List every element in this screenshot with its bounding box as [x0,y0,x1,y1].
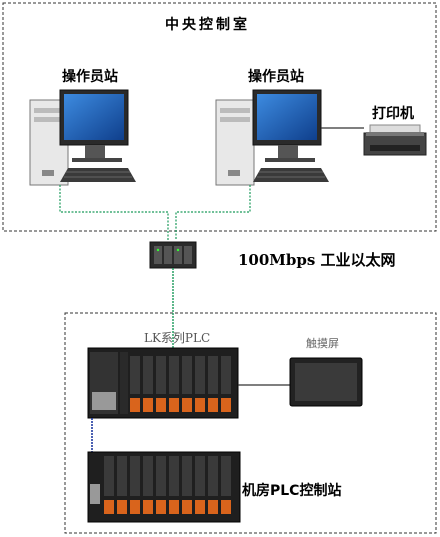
touch-screen-label: 触摸屏 [306,337,339,350]
plc-room-box [64,312,437,534]
plc-series-label: LK系列PLC [144,331,211,345]
workstation-right-icon [215,89,329,186]
ethernet-switch-icon [149,241,197,269]
plc-rack-lower-icon [87,451,241,523]
workstation-left-label: 操作员站 [62,69,118,85]
plc-rack-upper-icon [87,347,239,419]
control-room-box [2,2,437,232]
printer-icon [363,124,427,156]
control-room-title: 中央控制室 [165,17,250,33]
workstation-left-icon [29,89,136,186]
ethernet-cables [59,185,251,240]
plc-station-label: 机房PLC控制站 [242,483,342,499]
printer-label: 打印机 [372,106,414,122]
workstation-right-label: 操作员站 [248,69,304,85]
touch-screen-icon [289,357,363,407]
network-label: 100Mbps 工业以太网 [238,251,396,269]
